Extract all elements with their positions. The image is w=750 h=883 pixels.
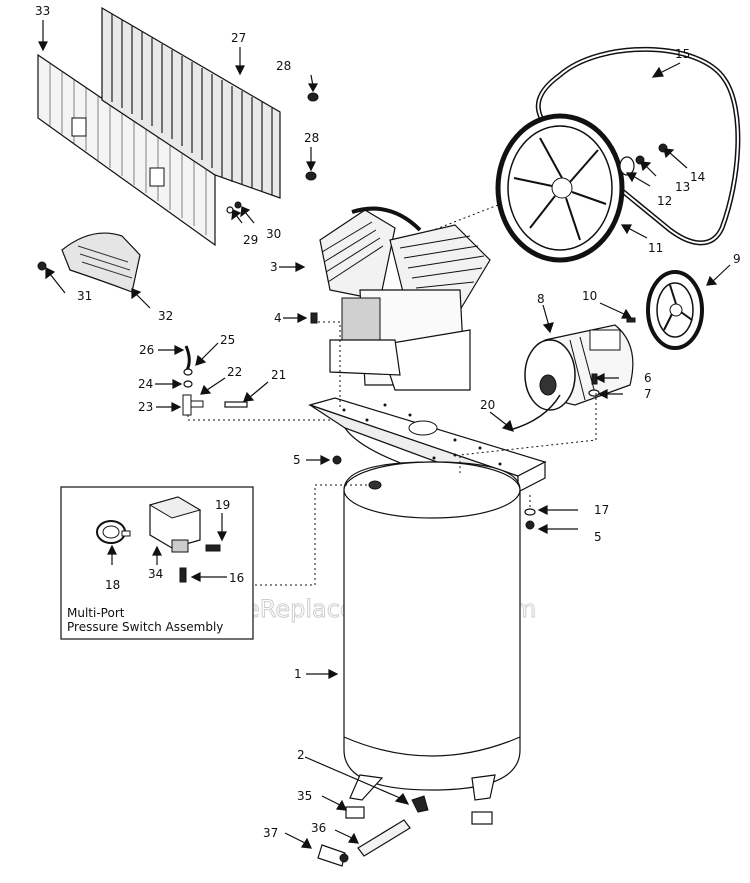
rubber-pad-35-left xyxy=(345,806,365,819)
screw-4 xyxy=(310,312,318,324)
pressure-switch-34 xyxy=(148,496,202,553)
callout-36: 36 xyxy=(311,821,326,835)
callout-5-upper: 5 xyxy=(293,453,301,467)
callout-25: 25 xyxy=(220,333,235,347)
callout-20: 20 xyxy=(480,398,495,412)
callout-18: 18 xyxy=(105,578,120,592)
callout-9: 9 xyxy=(733,252,741,266)
leader-arrows xyxy=(38,20,731,849)
callout-2: 2 xyxy=(297,748,305,762)
drain-elbow-2 xyxy=(411,795,429,813)
callout-33: 33 xyxy=(35,4,50,18)
callout-27: 27 xyxy=(231,31,246,45)
inset-title-line1: Multi-Port xyxy=(67,606,125,620)
tube-26 xyxy=(184,345,191,371)
callout-32: 32 xyxy=(158,309,173,323)
motor-cord xyxy=(509,394,561,431)
washer-12 xyxy=(619,156,635,176)
callout-28-upper: 28 xyxy=(276,59,291,73)
callout-15: 15 xyxy=(675,47,690,61)
callout-22: 22 xyxy=(227,365,242,379)
callout-21: 21 xyxy=(271,368,286,382)
callout-labels: 33 27 28 28 29 30 31 32 3 4 26 25 24 22 … xyxy=(35,4,741,840)
callout-31: 31 xyxy=(77,289,92,303)
unloader-valve-19 xyxy=(205,544,221,552)
callout-5-lower: 5 xyxy=(594,530,602,544)
inset-title-line2: Pressure Switch Assembly xyxy=(67,620,223,634)
callout-19: 19 xyxy=(215,498,230,512)
belt-guard-back-panel xyxy=(37,53,216,247)
callout-29: 29 xyxy=(243,233,258,247)
callout-28-lower: 28 xyxy=(304,131,319,145)
callout-35: 35 xyxy=(297,789,312,803)
flywheel xyxy=(495,113,625,263)
callout-7: 7 xyxy=(644,387,652,401)
air-tank xyxy=(343,461,521,801)
callout-10: 10 xyxy=(582,289,597,303)
callout-34: 34 xyxy=(148,567,163,581)
callout-11: 11 xyxy=(648,241,663,255)
callout-6: 6 xyxy=(644,371,652,385)
flywheel-alignment-line xyxy=(394,204,499,246)
bolt-30 xyxy=(234,201,242,209)
pressure-gauge-18 xyxy=(96,520,131,544)
pipe-nipple-36 xyxy=(357,819,411,857)
callout-4: 4 xyxy=(274,311,282,325)
callout-26: 26 xyxy=(139,343,154,357)
tube-21 xyxy=(224,401,248,408)
nut-5-lower xyxy=(525,520,535,530)
bolt-6 xyxy=(591,373,598,385)
callout-23: 23 xyxy=(138,400,153,414)
callout-8: 8 xyxy=(537,292,545,306)
drain-valve-37 xyxy=(317,844,349,867)
callout-16: 16 xyxy=(229,571,244,585)
safety-valve-16 xyxy=(179,567,187,583)
callout-12: 12 xyxy=(657,194,672,208)
rubber-pad-35-right xyxy=(471,811,493,825)
callout-37: 37 xyxy=(263,826,278,840)
motor-pulley xyxy=(646,270,704,350)
callout-3: 3 xyxy=(270,260,278,274)
nut-28-lower xyxy=(305,171,317,181)
callout-24: 24 xyxy=(138,377,153,391)
electric-motor xyxy=(524,324,634,411)
washer-17 xyxy=(524,508,536,516)
tee-fitting-23 xyxy=(182,394,204,416)
callout-30: 30 xyxy=(266,227,281,241)
belt-guard-front-panel xyxy=(101,6,281,199)
screw-31 xyxy=(37,261,47,271)
compressor-pump xyxy=(319,206,491,391)
washer-29 xyxy=(226,206,234,214)
nut-25 xyxy=(183,368,193,376)
belt-guard-top-cover xyxy=(61,232,141,293)
nut-28-upper xyxy=(307,92,319,102)
washer-7 xyxy=(588,389,600,397)
callout-14: 14 xyxy=(690,170,705,184)
callout-17: 17 xyxy=(594,503,609,517)
nut-5-upper xyxy=(332,455,342,465)
ferrule-24 xyxy=(183,380,193,388)
callout-13: 13 xyxy=(675,180,690,194)
callout-1: 1 xyxy=(294,667,302,681)
